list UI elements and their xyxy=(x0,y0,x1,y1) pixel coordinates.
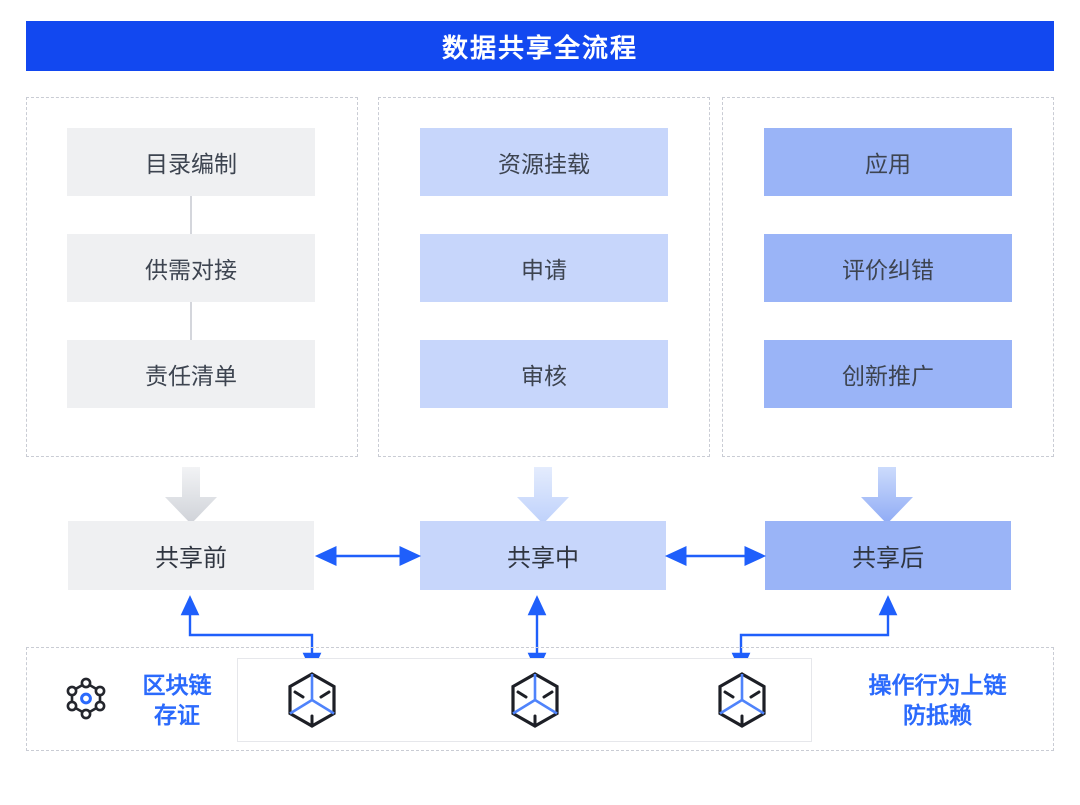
chip-connector-line xyxy=(190,196,192,234)
stage-item-matching[interactable]: 供需对接 xyxy=(67,234,315,302)
network-nodes-icon xyxy=(62,674,110,722)
stage-item-catalog[interactable]: 目录编制 xyxy=(67,128,315,196)
stage-item-review[interactable]: 审核 xyxy=(420,340,668,408)
blockchain-right-label-line1: 操作行为上链 xyxy=(868,672,1007,698)
column-group-post-share xyxy=(722,97,1054,457)
stage-item-evaluation[interactable]: 评价纠错 xyxy=(764,234,1012,302)
stage-item-duty-list[interactable]: 责任清单 xyxy=(67,340,315,408)
page-title: 数据共享全流程 xyxy=(26,21,1054,71)
blockchain-left-label-line2: 存证 xyxy=(154,702,200,728)
column-group-pre-share xyxy=(26,97,358,457)
flow-arrow-down-light-blue xyxy=(515,467,571,525)
phase-box-pre-share[interactable]: 共享前 xyxy=(68,521,314,590)
cube-hexagon-icon[interactable] xyxy=(711,669,773,731)
column-group-in-share xyxy=(378,97,710,457)
blockchain-left-label-line1: 区块链 xyxy=(142,672,212,698)
stage-item-apply[interactable]: 申请 xyxy=(420,234,668,302)
phase-box-in-share[interactable]: 共享中 xyxy=(420,521,666,590)
stage-item-innovation[interactable]: 创新推广 xyxy=(764,340,1012,408)
blockchain-right-label-line2: 防抵赖 xyxy=(903,702,972,728)
cube-hexagon-icon[interactable] xyxy=(281,669,343,731)
flow-arrow-down-blue xyxy=(859,467,915,525)
blockchain-right-label: 操作行为上链 防抵赖 xyxy=(830,670,1045,730)
stage-item-resource-mount[interactable]: 资源挂载 xyxy=(420,128,668,196)
flow-arrow-down-gray xyxy=(163,467,219,525)
blockchain-band xyxy=(26,647,1054,751)
stage-item-application[interactable]: 应用 xyxy=(764,128,1012,196)
blockchain-left-label: 区块链 存证 xyxy=(118,670,236,730)
chip-connector-line xyxy=(190,302,192,340)
phase-box-post-share[interactable]: 共享后 xyxy=(765,521,1011,590)
cube-hexagon-icon[interactable] xyxy=(504,669,566,731)
